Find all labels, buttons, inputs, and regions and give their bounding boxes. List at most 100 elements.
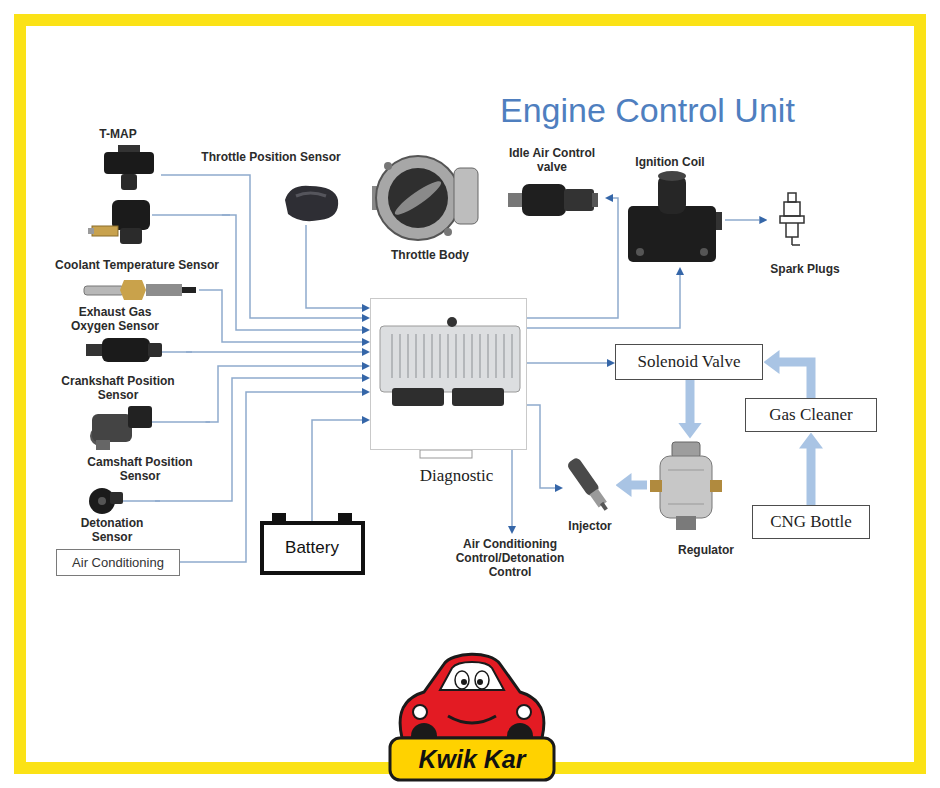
- signal-line: [725, 219, 759, 221]
- injector-icon: [600, 502, 608, 511]
- signal-line: [186, 351, 362, 353]
- throttle-body-icon: [444, 228, 452, 236]
- ecu-module-icon: [452, 388, 504, 406]
- idle-air-control-valve: Idle Air Control valve: [499, 143, 605, 225]
- logo-car: [475, 671, 489, 689]
- detonation-sensor: Detonation Sensor: [69, 485, 155, 547]
- node-label: Diagnostic: [420, 466, 494, 486]
- logo-car: [390, 654, 554, 780]
- throttle-body: Throttle Body: [365, 145, 483, 265]
- sensor-wire: [152, 214, 230, 216]
- gas-flow-arrow: [807, 448, 816, 505]
- node-label: Regulator: [678, 543, 734, 557]
- ecu-module-icon: [392, 334, 512, 378]
- logo-car: [448, 716, 496, 723]
- injector-icon: [566, 456, 612, 513]
- logo-car: [440, 662, 504, 690]
- throttle-body-icon: [376, 156, 460, 240]
- idle-valve-icon: [592, 193, 598, 207]
- oxygen-sensor-icon: [182, 287, 196, 293]
- signal-line: [161, 175, 362, 318]
- regulator-icon: [710, 480, 722, 492]
- node-label: Camshaft Position Sensor: [78, 455, 203, 483]
- throttle-body-icon: [388, 168, 448, 228]
- node-label: Spark Plugs: [770, 262, 839, 276]
- gas-flow-arrow: [631, 481, 647, 490]
- node-label: Exhaust Gas Oxygen Sensor: [65, 305, 165, 333]
- throttle-position-sensor-icon: [285, 186, 338, 221]
- diagnostic-port: [420, 450, 472, 458]
- regulator-icon: [676, 516, 696, 530]
- ignition-coil-icon: [636, 248, 644, 256]
- logo-text-box: Kwik Kar: [390, 743, 554, 775]
- throttle-position-sensor-icon: [285, 186, 338, 221]
- crankshaft-sensor-icon: [102, 338, 150, 362]
- oxygen-sensor-icon: [120, 280, 146, 300]
- regulator-icon: [650, 480, 662, 492]
- tmap-sensor: T-MAP: [96, 124, 161, 193]
- crankshaft-position-sensor: Crankshaft Position Sensor: [50, 333, 186, 405]
- node-label: Crankshaft Position Sensor: [53, 374, 183, 402]
- logo-text: Kwik Kar: [390, 743, 554, 775]
- logo-car: [390, 738, 554, 780]
- spark-plug-icon: [780, 216, 804, 223]
- ignition-coil-icon: [658, 171, 686, 181]
- camshaft-sensor-icon: [92, 414, 132, 442]
- coolant-sensor-icon: [88, 200, 150, 244]
- idle-valve-icon: [564, 189, 594, 211]
- throttle-position-sensor-icon: [296, 193, 326, 196]
- logo-car: [461, 679, 467, 685]
- ignition-coil-icon: [700, 248, 708, 256]
- signal-line: [222, 215, 362, 330]
- battery-box: Battery: [260, 521, 365, 575]
- oxygen-sensor: Exhaust Gas Oxygen Sensor: [62, 275, 199, 336]
- idle-valve-icon: [508, 193, 524, 207]
- signal-line: [511, 450, 513, 526]
- output-label: Air Conditioning Control/Detonation Cont…: [444, 534, 576, 582]
- diagnostic-port: [420, 450, 472, 458]
- node-label: Injector: [568, 519, 611, 533]
- gas-cleaner-box: Gas Cleaner: [745, 398, 877, 432]
- oxygen-sensor-icon: [84, 280, 196, 300]
- camshaft-position-sensor: Camshaft Position Sensor: [75, 401, 206, 486]
- tmap-icon: [104, 152, 154, 174]
- spark-plug-icon: [792, 237, 800, 245]
- ecu-module-icon: [447, 317, 457, 327]
- crankshaft-sensor-icon: [86, 344, 104, 356]
- signal-line: [527, 275, 680, 328]
- ignition-coil-icon: [716, 212, 722, 230]
- node-label: Coolant Temperature Sensor: [55, 258, 219, 272]
- ignition-coil-icon: [628, 206, 716, 262]
- throttle-position-sensor: Throttle Position Sensor: [198, 147, 343, 225]
- connectors: [155, 175, 811, 562]
- cng-bottle-box: CNG Bottle: [752, 505, 870, 539]
- ecu-module-icon: [380, 317, 520, 406]
- logo-car: [413, 705, 427, 719]
- camshaft-sensor-icon: [90, 406, 152, 450]
- signal-line: [527, 198, 618, 318]
- ignition-coil-icon: [628, 171, 722, 262]
- oxygen-sensor-icon: [146, 284, 182, 296]
- ecu-module-icon: [392, 388, 444, 406]
- coolant-sensor-icon: [88, 228, 94, 234]
- logo-car: [517, 705, 531, 719]
- throttle-body-icon: [384, 162, 392, 170]
- coolant-sensor-icon: [92, 226, 118, 236]
- crankshaft-sensor-icon: [86, 338, 162, 362]
- idle-valve-icon: [508, 184, 598, 216]
- node-label: CNG Bottle: [770, 512, 852, 532]
- throttle-body-icon: [454, 168, 478, 224]
- injector: Injector: [563, 452, 615, 536]
- coolant-temperature-sensor: Coolant Temperature Sensor: [52, 195, 222, 275]
- signal-line: [306, 225, 362, 308]
- regulator-icon: [650, 442, 722, 530]
- logo-car: [477, 679, 483, 685]
- page-frame: [20, 20, 920, 768]
- spark-plug-icon: [786, 223, 798, 237]
- regulator-icon: [660, 456, 712, 518]
- signal-line: [527, 405, 555, 488]
- throttle-body-icon: [372, 156, 478, 240]
- regulator-icon: [668, 470, 704, 504]
